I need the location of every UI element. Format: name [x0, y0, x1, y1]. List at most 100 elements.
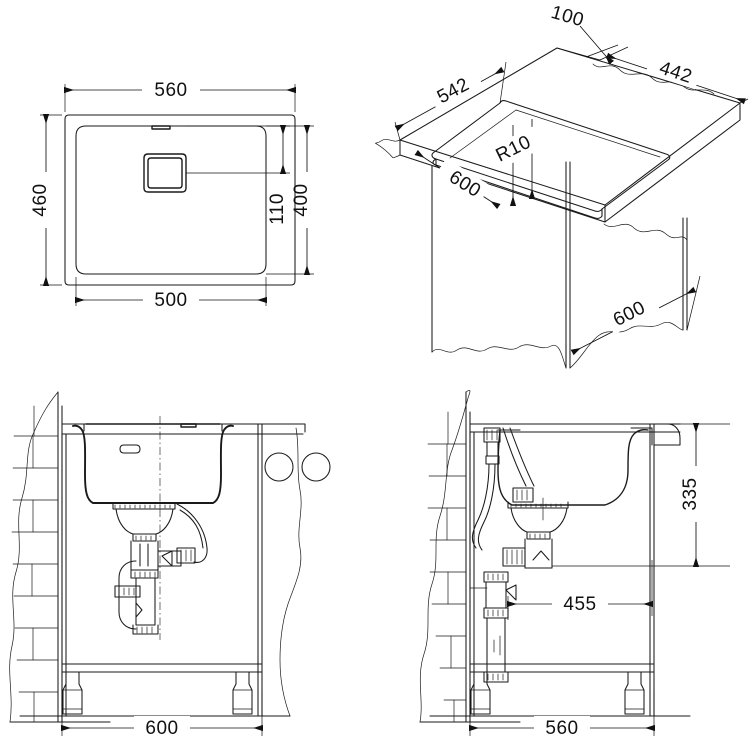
dimension-label-400-plan: 400 — [291, 183, 312, 216]
dimension-442-iso: 442 — [599, 46, 749, 105]
sink-rim-ticks — [83, 423, 223, 432]
cabinet-leg-left — [62, 671, 83, 715]
cabinet-leg-right-detail — [232, 689, 253, 710]
cabinet-break-bottom-left — [431, 344, 567, 369]
trap-standpipe — [135, 577, 156, 626]
dimension-560-side: 560 — [469, 690, 655, 739]
bottle-trap-collar — [114, 585, 141, 598]
dimension-560-plan: 560 — [64, 78, 296, 112]
dimension-400-plan: 400 — [266, 125, 318, 275]
overflow-pipe-a — [502, 427, 527, 487]
worktop-right-thickness — [604, 102, 741, 223]
cabinet-leg-left-side — [470, 671, 491, 715]
waste-nut-knurl-side — [529, 533, 546, 539]
trap-lower-nut-knurl — [134, 571, 156, 578]
trap-bottom-cap — [132, 624, 159, 635]
brick-courses-horizontal — [11, 435, 59, 693]
standpipe-mid-collar-knurl — [487, 609, 504, 617]
sink-bowl-rim-right-side — [630, 427, 653, 446]
sink-bowl-inner — [75, 125, 267, 275]
dimension-label-560-side: 560 — [545, 718, 578, 739]
sink-outer-rim — [64, 114, 296, 286]
dimension-label-335-side: 335 — [680, 477, 701, 510]
sink-overflow-front — [180, 423, 197, 428]
strainer-flange-side — [507, 501, 569, 509]
dimension-500-plan: 500 — [75, 277, 267, 311]
flex-hose-b — [477, 463, 496, 551]
hose-connector — [176, 547, 196, 564]
overflow-pipe-b — [509, 427, 535, 487]
cutout-bowl-edge-b — [515, 109, 661, 158]
hose-connector-knurl — [180, 549, 192, 562]
overflow-connector-knurl — [516, 489, 528, 501]
trap-inlet-side — [502, 547, 526, 567]
dimension-335-side: 335 — [654, 423, 730, 567]
cabinet-leg-left-side-detail — [470, 689, 491, 710]
bottle-trap-collar-knurl — [118, 587, 135, 596]
sink-bowl-section-side — [497, 428, 649, 506]
trap-inlet-knurl-side — [506, 549, 523, 565]
dimension-label-600-front: 600 — [145, 718, 178, 739]
worktop-front-thickness — [399, 139, 606, 223]
dimension-460-plan: 460 — [30, 114, 62, 286]
dimension-110-plan: 110 — [186, 125, 294, 236]
strainer-grate — [114, 504, 171, 509]
view-isometric: 100 442 542 R10 600 — [375, 2, 749, 369]
cabinet-leg-right — [232, 671, 253, 715]
cabinet-leg-right-side — [624, 671, 645, 715]
flex-hose-a — [471, 463, 490, 549]
dimension-label-460-plan: 460 — [30, 183, 51, 216]
supply-nut — [485, 455, 500, 465]
appliance-hose-inner — [179, 509, 204, 549]
supply-valve-top-knurl — [486, 429, 498, 441]
strainer-grate-side — [510, 503, 562, 508]
overflow-slot — [151, 125, 171, 130]
waste-outlet-inner — [147, 157, 183, 189]
worktop-right-break — [279, 427, 302, 717]
sink-bowl-section — [72, 424, 234, 504]
trap-valve-side — [532, 550, 550, 561]
appliance-hose — [176, 503, 208, 563]
overflow-connector — [512, 487, 534, 503]
cabinet-leg-left-detail — [62, 689, 83, 710]
trap-lower-nut — [130, 569, 159, 579]
waste-nut-knurl — [135, 535, 152, 541]
trap-internal-tube — [139, 543, 149, 567]
waste-cone-side — [510, 507, 568, 533]
trap-bottom-cap-knurl — [136, 626, 153, 634]
cabinet-leg-right-side-detail — [624, 689, 645, 710]
view-front-section: 600 — [9, 391, 331, 739]
supply-valve-top — [483, 427, 501, 443]
bottle-trap-arrow — [135, 602, 143, 618]
view-plan: 560 460 500 110 — [30, 78, 318, 311]
standpipe-top-collar — [483, 571, 509, 583]
overflow-hole-front — [119, 444, 141, 454]
view-side-section: 335 455 560 — [419, 390, 730, 739]
waste-cone — [115, 508, 174, 535]
standpipe-bottom-collar — [483, 671, 509, 683]
standpipe-branch — [505, 584, 517, 601]
worktop-break-left — [375, 138, 401, 159]
dimension-label-560-plan: 560 — [154, 80, 187, 101]
trap-body-upper — [130, 540, 159, 571]
cabinet-break-top-right — [603, 223, 688, 241]
dimension-600-front: 600 — [61, 690, 263, 739]
strainer-flange — [112, 502, 176, 510]
trap-inlet-valve — [161, 550, 173, 567]
waste-nut — [132, 533, 157, 542]
brick-courses-vertical-side — [446, 411, 455, 723]
standpipe-bottom-collar-knurl — [487, 673, 504, 681]
dimension-label-500-plan: 500 — [154, 290, 187, 311]
dimension-label-455-side: 455 — [563, 594, 596, 615]
standpipe-detail-lines — [493, 635, 501, 656]
brick-courses-vertical — [31, 405, 35, 723]
standpipe-top-collar-knurl — [487, 573, 504, 581]
waste-outlet-outer — [143, 153, 187, 193]
pipe-hole-right — [301, 452, 331, 482]
worktop-right-slab-top — [264, 423, 306, 433]
wall-break-edge-side — [419, 390, 471, 723]
waste-nut-side — [526, 531, 551, 540]
